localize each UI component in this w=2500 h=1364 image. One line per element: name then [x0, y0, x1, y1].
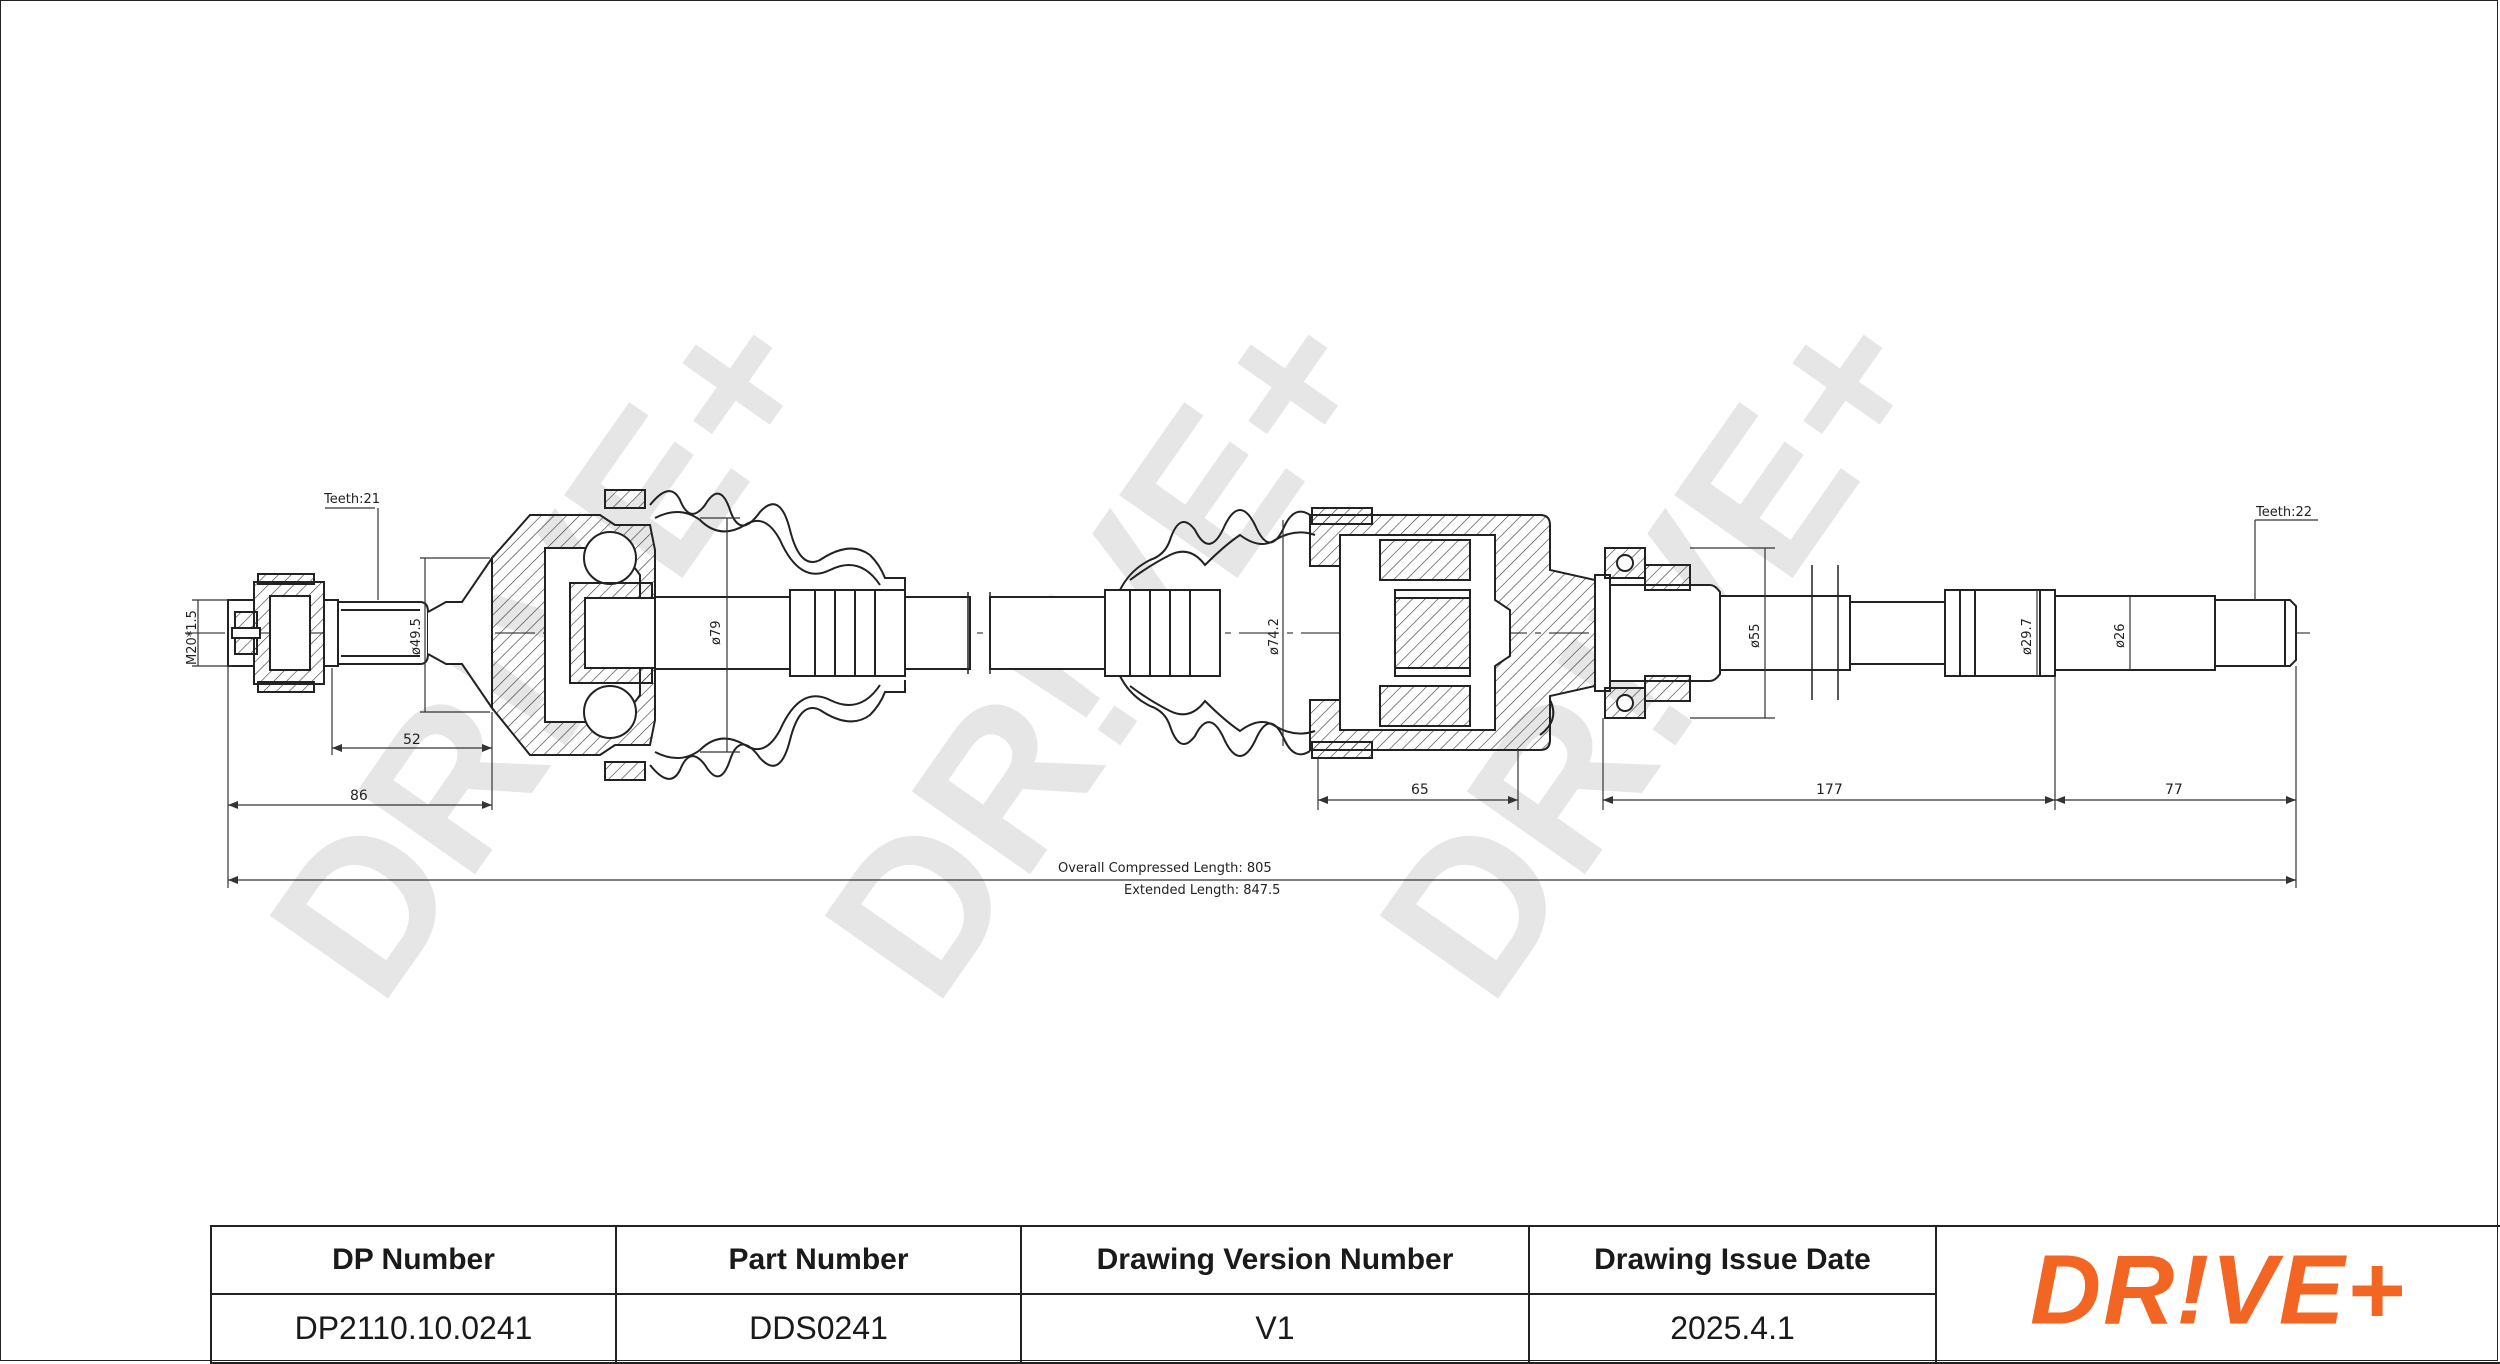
value-issue-date: 2025.4.1: [1528, 1293, 1937, 1364]
intermediate-shaft: [1594, 547, 2297, 719]
inner-boot: [1105, 509, 1316, 757]
thread-label: M20*1.5: [185, 610, 200, 665]
teeth-right-label: Teeth:22: [2255, 505, 2312, 520]
header-issue-date: Drawing Issue Date: [1528, 1225, 1937, 1295]
dimension-lines: [192, 507, 2318, 888]
left-spline-stub: [323, 554, 493, 712]
left-nut: [227, 573, 325, 693]
length-86-label: 86: [350, 788, 368, 804]
length-65-label: 65: [1411, 782, 1429, 798]
diameter-26-label: ø26: [2113, 624, 2128, 649]
overall-length-label: Overall Compressed Length: 805: [1058, 861, 1272, 876]
arrow-heads: [228, 744, 2296, 884]
header-drawing-version: Drawing Version Number: [1020, 1225, 1530, 1295]
outer-boot: [649, 490, 906, 780]
value-part-number: DDS0241: [615, 1293, 1022, 1364]
length-77-label: 77: [2165, 782, 2183, 798]
value-dp-number: DP2110.10.0241: [210, 1293, 617, 1364]
header-dp-number: DP Number: [210, 1225, 617, 1295]
dimension-texts: Teeth:21 Teeth:22 M20*1.5 ø49.5 ø79 ø74.…: [185, 492, 2312, 898]
diameter-74-2-label: ø74.2: [1267, 618, 1282, 655]
diameter-55-label: ø55: [1748, 624, 1763, 649]
break-marks: [967, 565, 1839, 700]
teeth-left-label: Teeth:21: [323, 492, 380, 507]
diameter-29-7-label: ø29.7: [2020, 618, 2035, 655]
outer-cv-joint: [491, 489, 656, 781]
value-drawing-version: V1: [1020, 1293, 1530, 1364]
length-52-label: 52: [403, 732, 421, 748]
length-177-label: 177: [1816, 782, 1843, 798]
brand-logo-text: DR!VE+: [2030, 1235, 2406, 1345]
main-shaft: [654, 589, 1221, 677]
title-block: DP Number Part Number Drawing Version Nu…: [210, 1225, 2500, 1364]
header-part-number: Part Number: [615, 1225, 1022, 1295]
diameter-79-label: ø79: [709, 621, 724, 646]
extended-length-label: Extended Length: 847.5: [1124, 883, 1280, 898]
brand-logo-cell: DR!VE+: [1935, 1225, 2500, 1364]
brand-logo: DR!VE+: [2030, 1235, 2406, 1345]
diameter-49-5-label: ø49.5: [409, 618, 424, 655]
inner-tripod-joint: [1309, 507, 1596, 759]
